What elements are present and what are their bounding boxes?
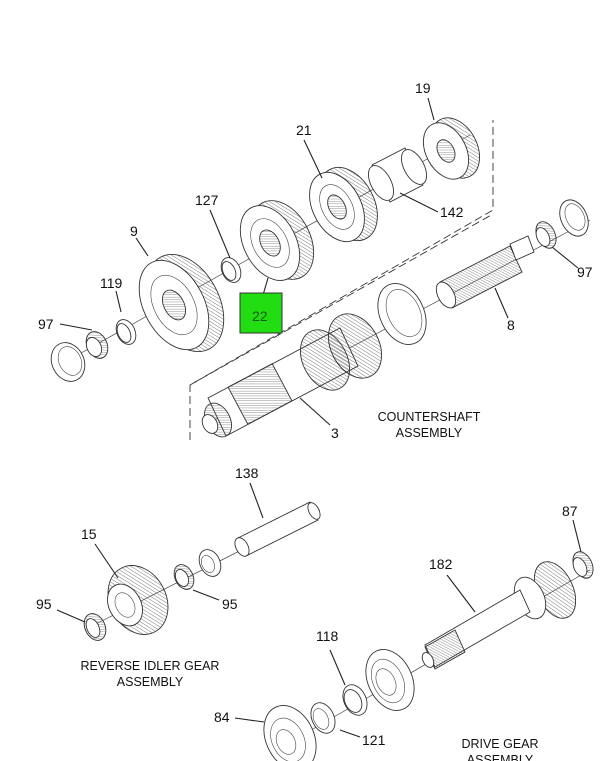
reverse-idler-caption-line1: REVERSE IDLER GEAR xyxy=(81,659,220,673)
part-19-gear[interactable] xyxy=(414,109,489,186)
assembly-boundary xyxy=(189,120,494,440)
countershaft-assembly-caption-line2: ASSEMBLY xyxy=(396,426,463,440)
callout-182[interactable]: 182 xyxy=(429,556,453,572)
part-8-shaft[interactable] xyxy=(432,235,535,311)
part-ball-bearing[interactable] xyxy=(357,642,424,719)
callout-19[interactable]: 19 xyxy=(415,80,431,96)
part-97-right-bearing[interactable] xyxy=(532,195,594,251)
highlight-box-part-22[interactable] xyxy=(239,292,283,334)
callout-87[interactable]: 87 xyxy=(562,503,578,519)
reverse-idler-caption-line2: ASSEMBLY xyxy=(117,675,184,689)
part-21-gear[interactable] xyxy=(298,157,389,251)
part-84-cover[interactable] xyxy=(254,697,326,761)
part-95-right-bearing[interactable] xyxy=(170,561,197,592)
part-3-countershaft[interactable] xyxy=(199,305,392,442)
part-121-washer[interactable] xyxy=(306,699,339,737)
callout-142[interactable]: 142 xyxy=(440,204,464,220)
callout-121[interactable]: 121 xyxy=(362,732,386,748)
callout-127[interactable]: 127 xyxy=(195,192,219,208)
part-119-snap-ring[interactable] xyxy=(112,316,139,347)
callout-118[interactable]: 118 xyxy=(316,628,339,644)
part-22-gear[interactable] xyxy=(228,190,326,291)
drive-gear-caption-line2: ASSEMBLY xyxy=(467,753,534,761)
part-9-gear[interactable] xyxy=(125,241,239,365)
part-thrust-washer[interactable] xyxy=(195,546,225,580)
callout-15[interactable]: 15 xyxy=(81,526,97,542)
part-138-pin[interactable] xyxy=(232,501,323,559)
callout-95-right[interactable]: 95 xyxy=(222,596,238,612)
callout-138[interactable]: 138 xyxy=(235,465,259,481)
assembly-boundary-line xyxy=(189,213,494,386)
callout-3[interactable]: 3 xyxy=(331,425,339,441)
countershaft-assembly-caption-line1: COUNTERSHAFT xyxy=(378,410,481,424)
callout-95-left[interactable]: 95 xyxy=(36,596,52,612)
callout-8[interactable]: 8 xyxy=(507,317,515,333)
part-95-left-bearing[interactable] xyxy=(80,610,110,644)
part-97-left-bearing[interactable] xyxy=(45,328,112,387)
callout-21[interactable]: 21 xyxy=(296,122,312,138)
callout-119[interactable]: 119 xyxy=(100,275,123,291)
reverse-idler-gear-assembly: 138 15 95 95 REVERSE IDLER GEAR ASSEMBLY xyxy=(36,465,323,689)
callout-84[interactable]: 84 xyxy=(214,709,230,725)
part-127-snap-ring[interactable] xyxy=(217,254,244,285)
drive-gear-assembly: 87 182 118 84 121 DRIVE GEAR ASSEMBLY xyxy=(214,503,597,761)
part-bearing-cup[interactable] xyxy=(369,276,436,353)
callout-9[interactable]: 9 xyxy=(130,223,138,239)
part-87-bearing[interactable] xyxy=(569,549,597,582)
part-142-spacer[interactable] xyxy=(363,146,431,205)
part-118-snap-ring[interactable] xyxy=(338,681,371,719)
countershaft-assembly: 19 21 142 127 9 119 97 22 97 8 3 COUNTER… xyxy=(38,80,594,442)
callout-97-left[interactable]: 97 xyxy=(38,316,54,332)
drive-gear-caption-line1: DRIVE GEAR xyxy=(461,737,538,751)
callout-22[interactable]: 22 xyxy=(252,308,268,324)
part-15-idler-gear[interactable] xyxy=(96,555,179,645)
callout-97-right[interactable]: 97 xyxy=(577,264,593,280)
part-182-drive-gear-shaft[interactable] xyxy=(420,555,584,670)
